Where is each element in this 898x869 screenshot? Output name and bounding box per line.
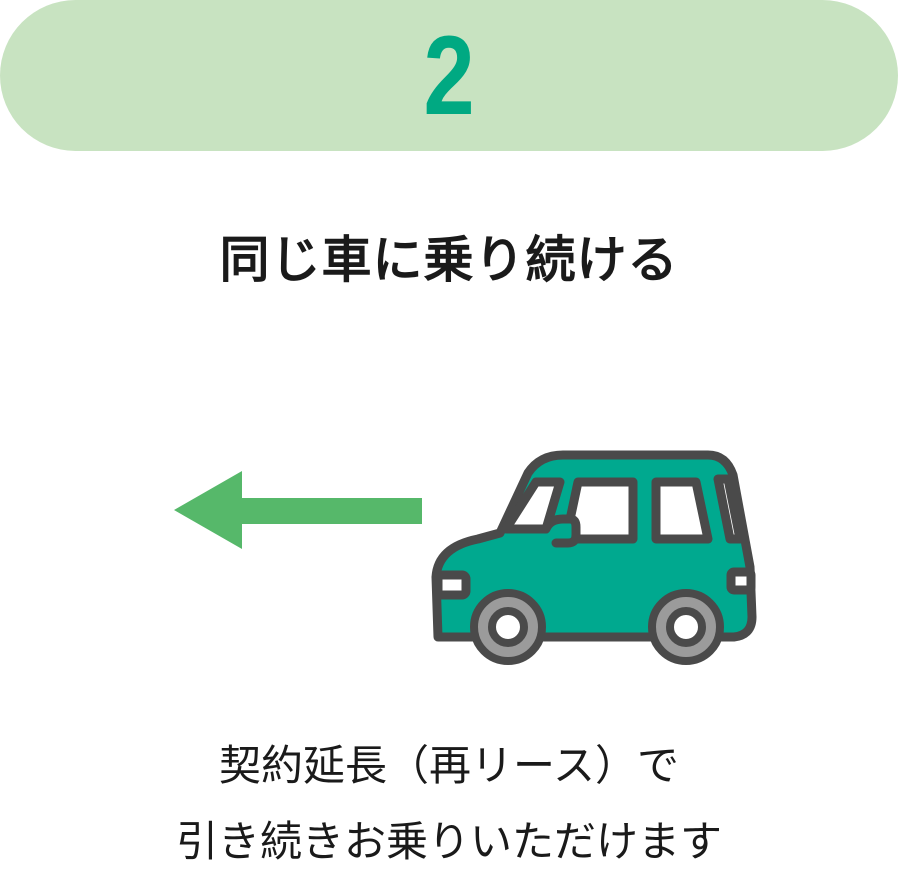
section-title: 同じ車に乗り続ける <box>219 231 679 289</box>
description-line-1: 契約延長（再リース）で <box>219 741 679 790</box>
car-icon <box>431 450 757 665</box>
arrow-left-icon <box>174 471 422 549</box>
step-number: 2 <box>423 13 475 138</box>
description-line-2: 引き続きお乗りいただけます <box>175 817 722 866</box>
step-badge <box>0 0 898 151</box>
